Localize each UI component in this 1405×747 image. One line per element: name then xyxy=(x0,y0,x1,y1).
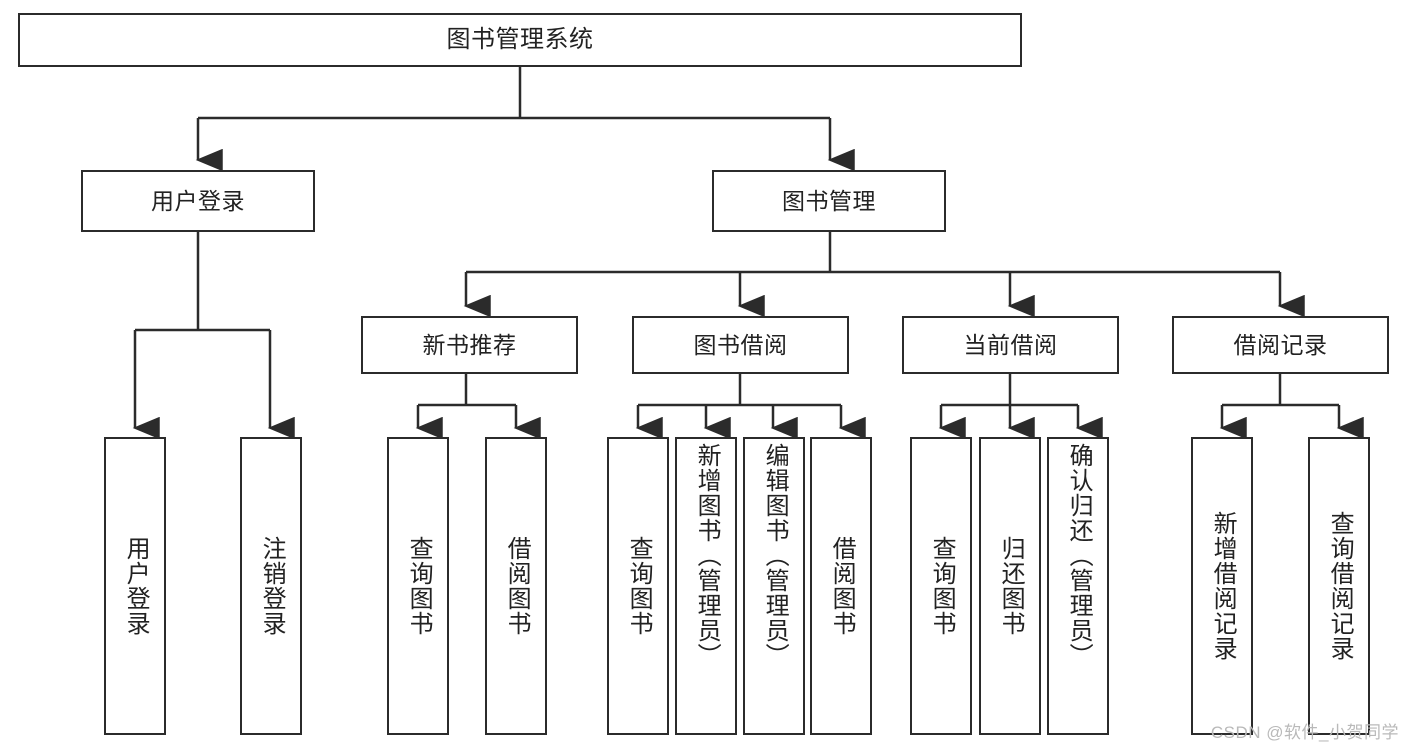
node-label: 查询图书 xyxy=(928,536,956,636)
node-label: 用户登录 xyxy=(122,536,150,636)
leaf-current-borrow-confirm-return-admin[interactable]: 确认归还（管理员） xyxy=(1047,437,1109,735)
node-label: 新书推荐 xyxy=(422,331,517,358)
leaf-book-borrow-query-book[interactable]: 查询图书 xyxy=(607,437,669,735)
node-label: 借阅图书 xyxy=(828,536,856,636)
node-book-management[interactable]: 图书管理 xyxy=(712,170,946,232)
node-label: 注销登录 xyxy=(258,536,286,636)
node-label: 编辑图书（管理员） xyxy=(761,443,789,668)
node-book-borrow[interactable]: 图书借阅 xyxy=(632,316,849,374)
node-borrow-record[interactable]: 借阅记录 xyxy=(1172,316,1389,374)
leaf-current-borrow-return-book[interactable]: 归还图书 xyxy=(979,437,1041,735)
node-label: 用户登录 xyxy=(151,187,245,214)
leaf-borrow-record-query-record[interactable]: 查询借阅记录 xyxy=(1308,437,1370,735)
leaf-new-book-borrow-book[interactable]: 借阅图书 xyxy=(485,437,547,735)
node-label: 查询图书 xyxy=(625,536,653,636)
node-label: 图书管理 xyxy=(782,187,876,214)
leaf-current-borrow-query-book[interactable]: 查询图书 xyxy=(910,437,972,735)
leaf-user-login-login[interactable]: 用户登录 xyxy=(104,437,166,735)
node-label: 新增借阅记录 xyxy=(1209,511,1237,661)
leaf-new-book-query-book[interactable]: 查询图书 xyxy=(387,437,449,735)
node-label: 确认归还（管理员） xyxy=(1065,443,1093,668)
node-root-book-management-system[interactable]: 图书管理系统 xyxy=(18,13,1022,67)
leaf-book-borrow-edit-book-admin[interactable]: 编辑图书（管理员） xyxy=(743,437,805,735)
node-label: 图书管理系统 xyxy=(446,26,594,54)
csdn-watermark: CSDN @软件_小贺同学 xyxy=(1210,723,1399,742)
node-user-login[interactable]: 用户登录 xyxy=(81,170,315,232)
leaf-user-login-logout[interactable]: 注销登录 xyxy=(240,437,302,735)
node-label: 图书借阅 xyxy=(693,331,788,358)
node-label: 借阅记录 xyxy=(1233,331,1328,358)
node-new-book-recommend[interactable]: 新书推荐 xyxy=(361,316,578,374)
node-label: 查询借阅记录 xyxy=(1326,511,1354,661)
node-label: 借阅图书 xyxy=(503,536,531,636)
node-current-borrow[interactable]: 当前借阅 xyxy=(902,316,1119,374)
leaf-book-borrow-borrow-book[interactable]: 借阅图书 xyxy=(810,437,872,735)
node-label: 查询图书 xyxy=(405,536,433,636)
node-label: 归还图书 xyxy=(997,536,1025,636)
leaf-borrow-record-add-record[interactable]: 新增借阅记录 xyxy=(1191,437,1253,735)
leaf-book-borrow-add-book-admin[interactable]: 新增图书（管理员） xyxy=(675,437,737,735)
node-label: 新增图书（管理员） xyxy=(693,443,721,668)
node-label: 当前借阅 xyxy=(963,331,1058,358)
